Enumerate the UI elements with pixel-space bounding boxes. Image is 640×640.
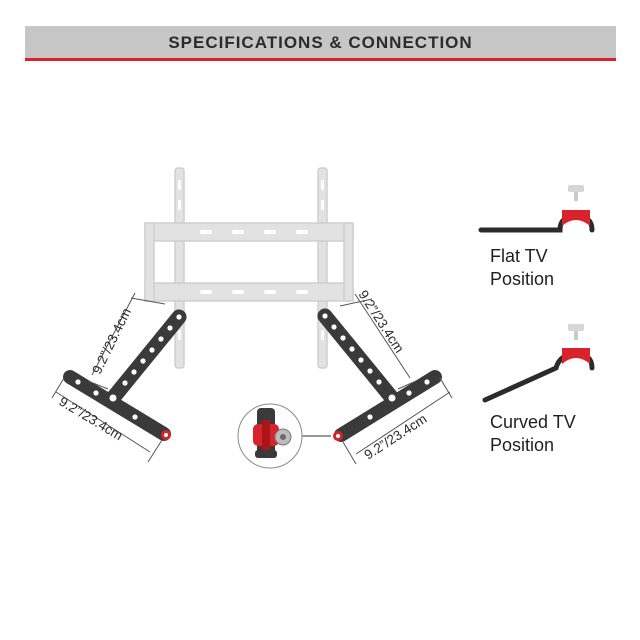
- right-upright-dimension: 9.2”/23.4cm: [355, 287, 406, 355]
- tv-wall-mount: [144, 167, 354, 369]
- left-dimension-lines: [51, 292, 166, 463]
- curved-tv-label-line2: Position: [490, 435, 555, 455]
- flat-tv-label-line2: Position: [490, 269, 555, 289]
- flat-tv-label-line1: Flat TV: [490, 246, 548, 266]
- curved-tv-position-icon: [482, 324, 595, 403]
- flat-tv-label: Flat TV Position: [490, 245, 554, 291]
- section-title: SPECIFICATIONS & CONNECTION: [168, 33, 473, 52]
- knob-detail-callout: [237, 403, 331, 469]
- left-bracket: [63, 309, 187, 441]
- left-upright-dimension: 9.2”/23.4cm: [89, 306, 134, 377]
- section-header: SPECIFICATIONS & CONNECTION: [25, 26, 616, 61]
- flat-tv-position-icon: [478, 185, 595, 233]
- right-dimension-lines: [339, 293, 453, 465]
- right-bracket: [317, 308, 442, 442]
- curved-tv-label: Curved TV Position: [490, 411, 576, 457]
- curved-tv-label-line1: Curved TV: [490, 412, 576, 432]
